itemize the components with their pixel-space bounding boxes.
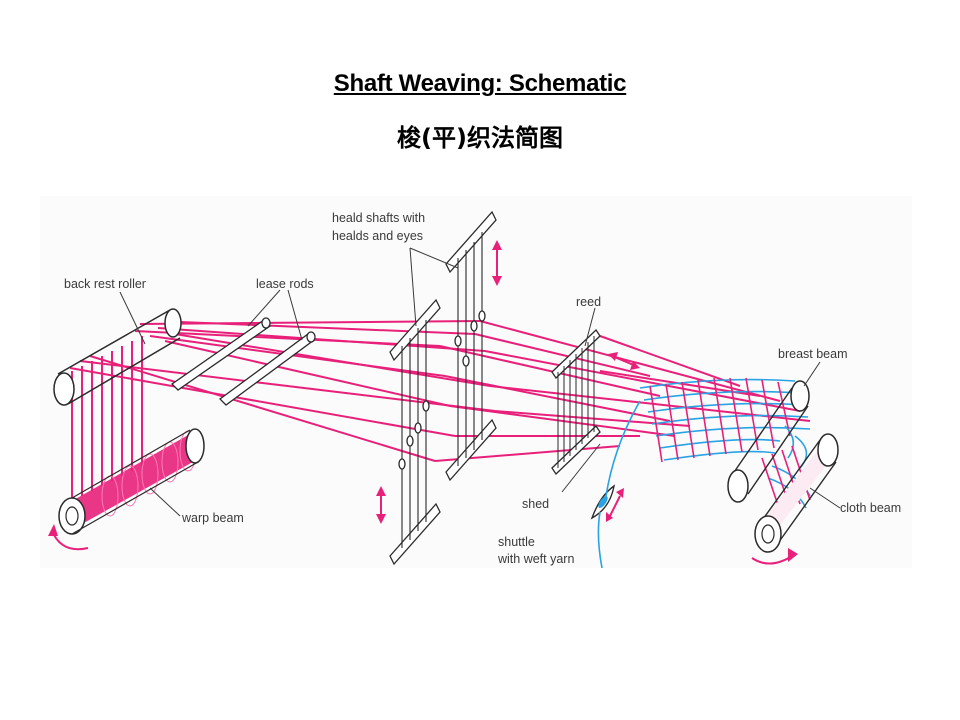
weft-yarn bbox=[597, 400, 641, 568]
heald-shaft-lower-arrow-icon bbox=[376, 486, 386, 524]
weaving-schematic-svg: back rest roller lease rods heald shafts… bbox=[48, 210, 901, 568]
lease-rods bbox=[170, 317, 316, 406]
warp-beam bbox=[58, 428, 205, 535]
heald-shaft-back bbox=[445, 210, 497, 482]
back-rest-roller bbox=[53, 308, 182, 406]
leader-lines bbox=[119, 247, 841, 517]
reed-motion-arrow-icon bbox=[608, 352, 640, 370]
cloth-beam bbox=[754, 433, 839, 553]
slide-title: Shaft Weaving: Schematic bbox=[333, 70, 627, 97]
heald-shaft-front bbox=[389, 298, 441, 566]
label-cloth-beam: cloth beam bbox=[840, 501, 901, 515]
label-shed: shed bbox=[522, 497, 549, 511]
label-back-rest-roller: back rest roller bbox=[64, 277, 146, 291]
weaving-diagram: back rest roller lease rods heald shafts… bbox=[40, 196, 912, 568]
warp-beam-rotation-arrowhead bbox=[48, 524, 58, 536]
shuttle bbox=[590, 484, 615, 520]
heald-shaft-up-down-arrow-icon bbox=[492, 240, 502, 286]
label-breast-beam: breast beam bbox=[778, 347, 847, 361]
label-heald-shafts-line2: healds and eyes bbox=[332, 229, 423, 243]
breast-beam bbox=[727, 380, 810, 503]
cloth-beam-rotation-arrowhead bbox=[788, 548, 798, 562]
label-shuttle-line1: shuttle bbox=[498, 535, 535, 549]
cloth-beam-rotation-icon bbox=[751, 555, 793, 565]
label-lease-rods: lease rods bbox=[256, 277, 314, 291]
label-shuttle-line2: with weft yarn bbox=[497, 552, 574, 566]
shuttle-motion-arrow-icon bbox=[606, 488, 624, 522]
warp-yarns bbox=[69, 320, 811, 501]
label-heald-shafts-line1: heald shafts with bbox=[332, 211, 425, 225]
label-warp-beam: warp beam bbox=[181, 511, 244, 525]
label-reed: reed bbox=[576, 295, 601, 309]
slide-subtitle: 梭(平)织法简图 bbox=[397, 124, 563, 152]
reed bbox=[551, 328, 601, 476]
